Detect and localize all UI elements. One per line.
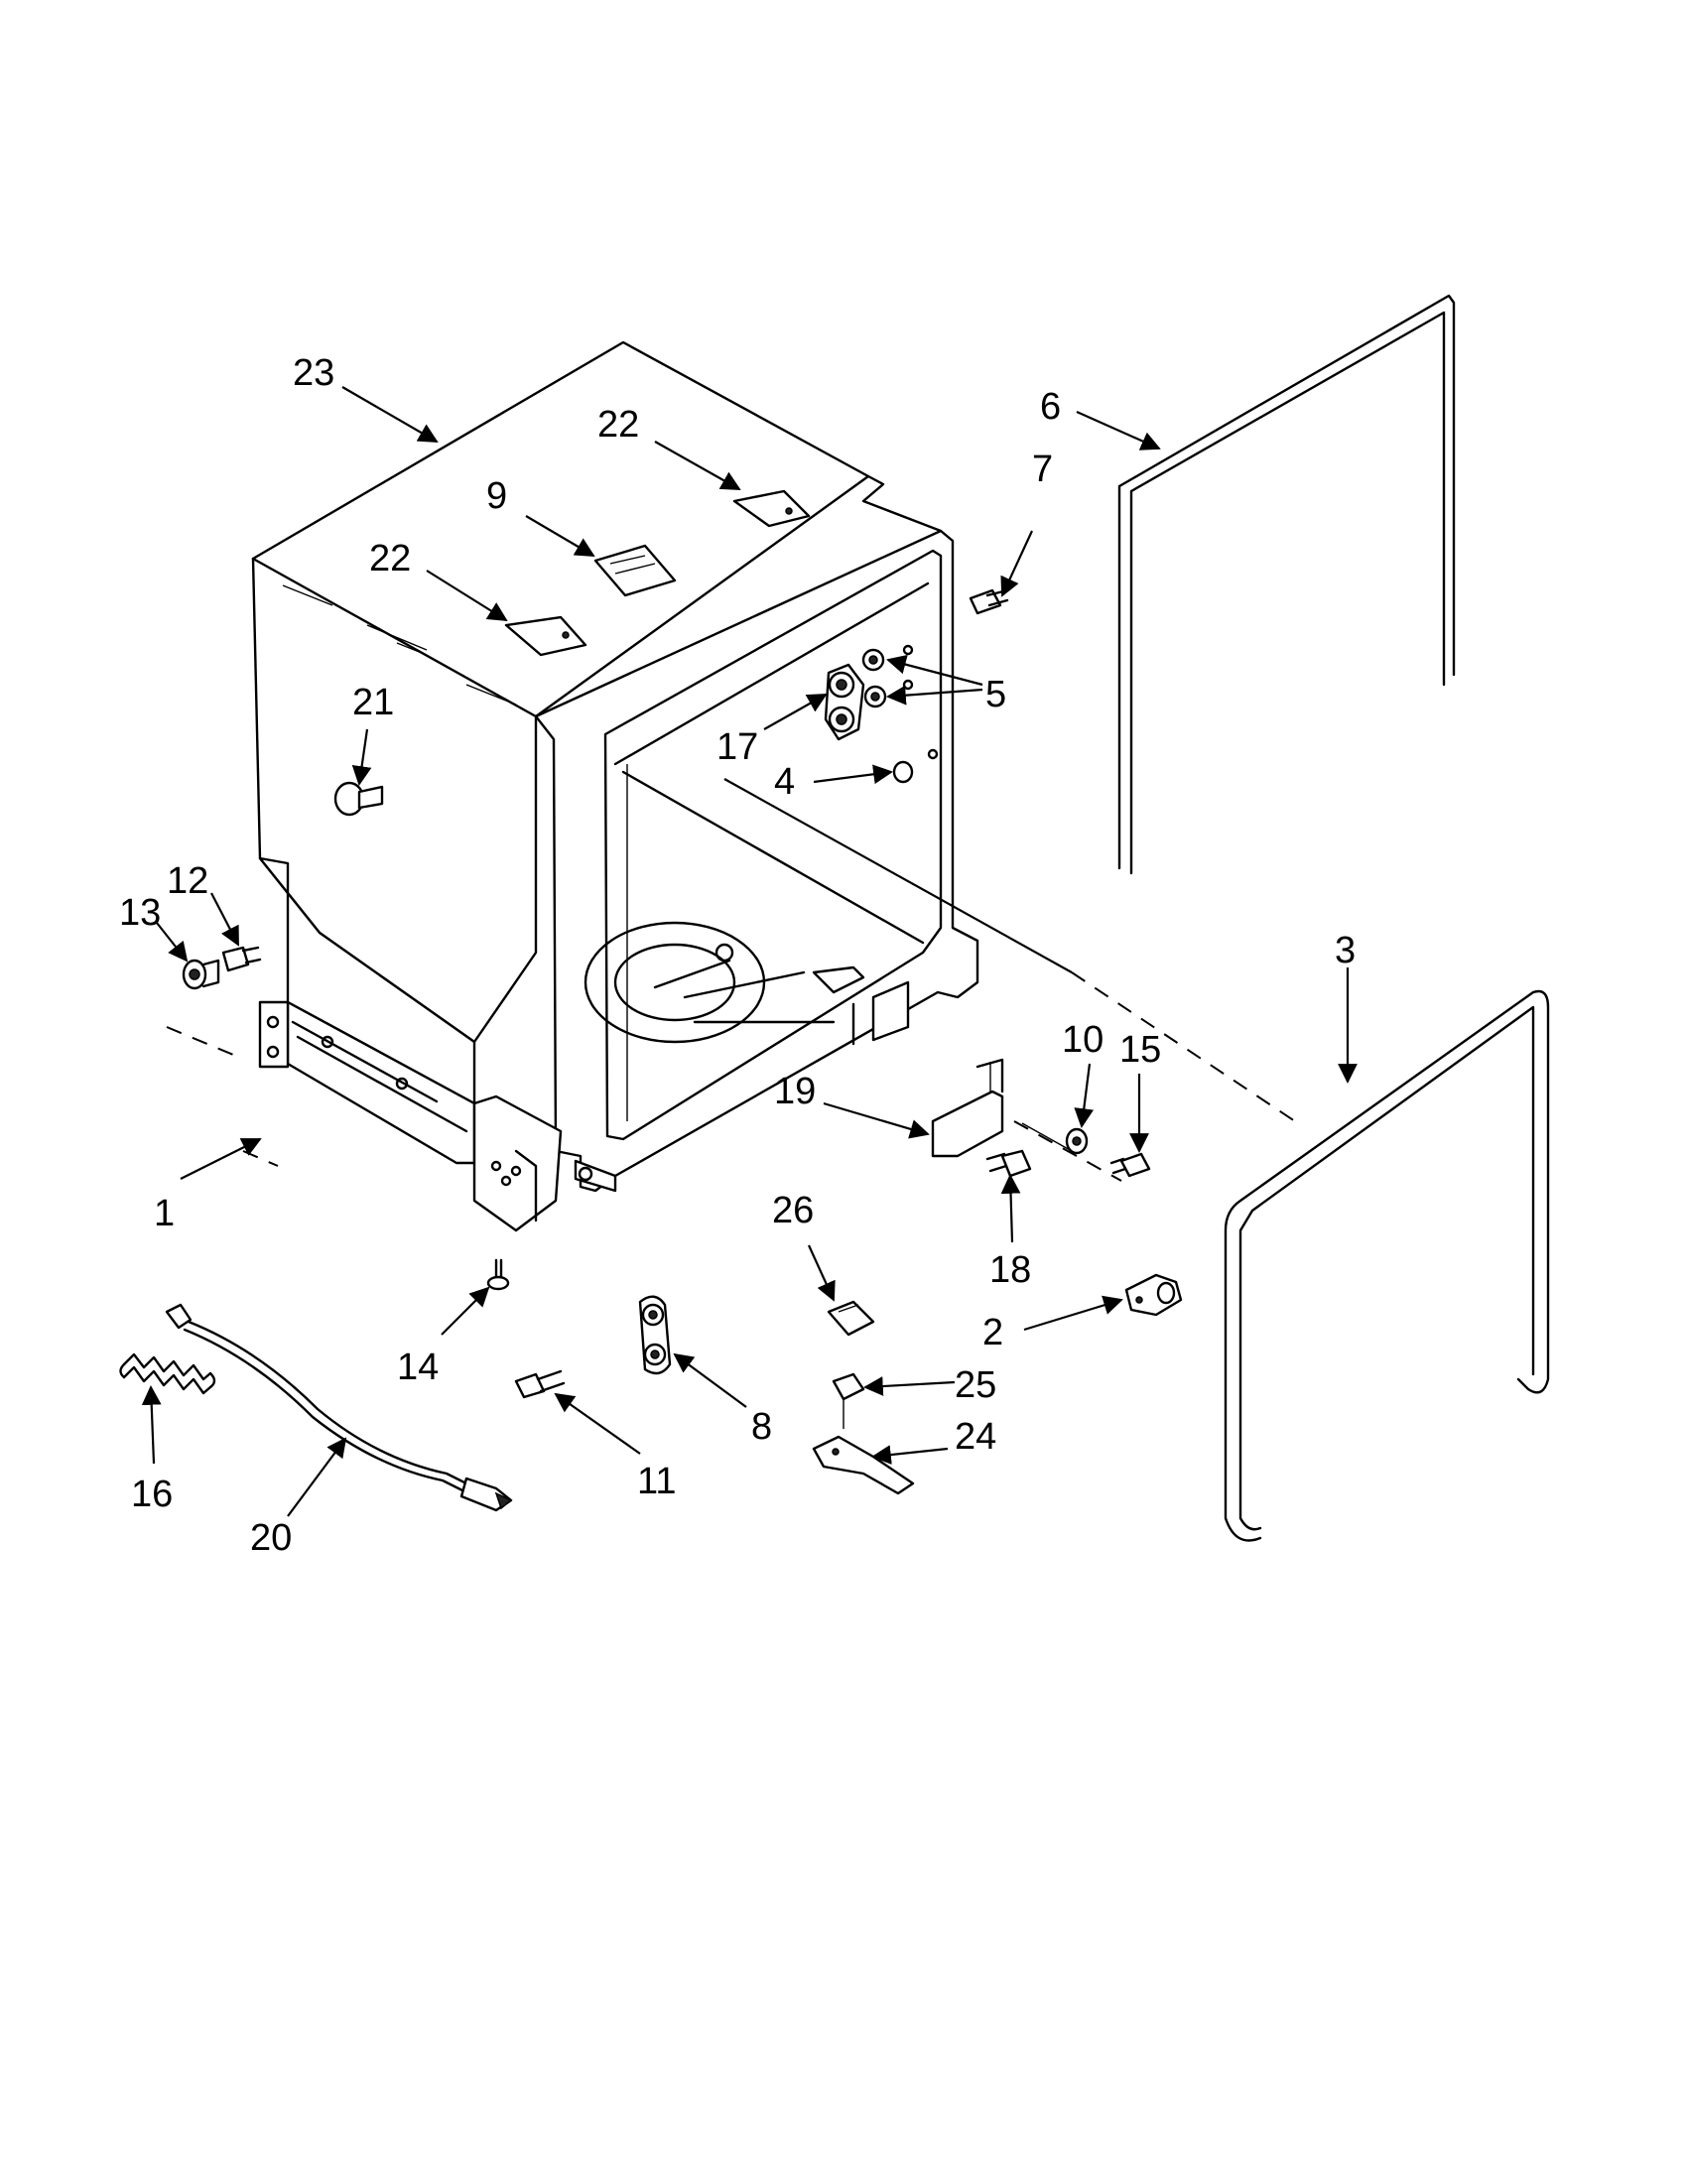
washers-5 bbox=[861, 648, 887, 708]
nut-13 bbox=[182, 959, 220, 990]
callout-24: 24 bbox=[955, 1416, 996, 1458]
switch-25 bbox=[832, 1372, 865, 1429]
callout-12: 12 bbox=[167, 860, 208, 902]
spring-16 bbox=[119, 1352, 216, 1395]
leader-lines bbox=[141, 386, 1358, 1517]
callout-22-mid: 22 bbox=[369, 538, 411, 579]
callout-16: 16 bbox=[131, 1474, 173, 1515]
screw-15 bbox=[1109, 1152, 1151, 1178]
callout-17: 17 bbox=[716, 726, 758, 768]
screw-7 bbox=[969, 588, 1009, 615]
latch-2 bbox=[1124, 1273, 1183, 1317]
callout-11: 11 bbox=[637, 1461, 676, 1502]
callout-21: 21 bbox=[352, 682, 394, 723]
roller-8 bbox=[638, 1295, 672, 1375]
callout-23: 23 bbox=[293, 352, 334, 394]
callout-2: 2 bbox=[982, 1312, 1003, 1353]
callout-13: 13 bbox=[119, 892, 161, 934]
callout-7: 7 bbox=[1032, 449, 1053, 490]
callout-19: 19 bbox=[774, 1071, 816, 1112]
callout-20: 20 bbox=[250, 1517, 292, 1559]
leg-14 bbox=[486, 1258, 510, 1291]
door-gasket-bottom bbox=[1224, 989, 1550, 1542]
callout-6: 6 bbox=[1040, 386, 1061, 428]
callout-26: 26 bbox=[772, 1190, 814, 1231]
callout-labels: 23 22 9 22 21 6 7 5 17 4 12 13 1 3 10 15… bbox=[119, 352, 1356, 1559]
bracket-24 bbox=[812, 1435, 915, 1495]
callout-1: 1 bbox=[154, 1193, 175, 1234]
callout-5: 5 bbox=[985, 674, 1006, 715]
callout-9: 9 bbox=[486, 475, 507, 517]
bracket-19 bbox=[931, 1058, 1004, 1158]
cable-20 bbox=[165, 1303, 513, 1512]
callout-10: 10 bbox=[1062, 1019, 1104, 1061]
screw-12 bbox=[221, 946, 262, 972]
callout-4: 4 bbox=[774, 761, 795, 803]
callout-25: 25 bbox=[955, 1364, 996, 1406]
callout-3: 3 bbox=[1335, 930, 1356, 971]
screw-11 bbox=[514, 1369, 566, 1399]
door-seal-top bbox=[1117, 294, 1456, 875]
nut-10 bbox=[1065, 1127, 1089, 1155]
tub-assembly bbox=[251, 340, 979, 1232]
screw-18 bbox=[985, 1149, 1032, 1178]
callout-18: 18 bbox=[989, 1249, 1031, 1291]
callout-15: 15 bbox=[1119, 1029, 1161, 1071]
callout-8: 8 bbox=[751, 1406, 772, 1448]
roller-17 bbox=[824, 663, 865, 741]
clip-26 bbox=[827, 1300, 875, 1337]
callout-22-top: 22 bbox=[597, 404, 639, 446]
callout-14: 14 bbox=[397, 1347, 439, 1388]
bushing-4 bbox=[892, 760, 914, 784]
